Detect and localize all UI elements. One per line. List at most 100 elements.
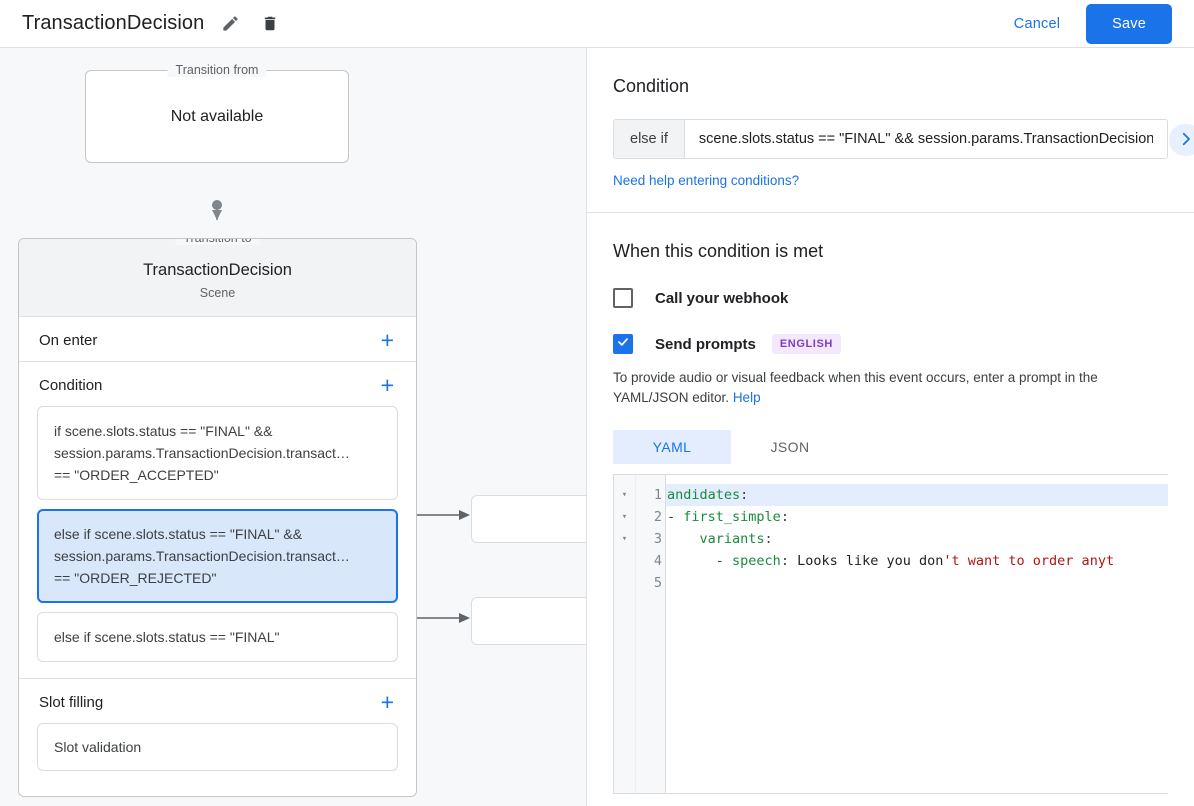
when-condition-met-section: When this condition is met Call your web… xyxy=(587,213,1194,794)
add-slot-filling-icon[interactable]: + xyxy=(380,689,394,715)
transition-arrow xyxy=(216,205,218,218)
section-slot-filling: Slot filling + Slot validation xyxy=(19,679,416,796)
code-token: : xyxy=(780,553,798,569)
slot-filling-header[interactable]: Slot filling + xyxy=(19,679,416,723)
condition-section: Condition else if Need help entering con… xyxy=(587,48,1194,213)
on-enter-header[interactable]: On enter + xyxy=(19,317,416,361)
cancel-button[interactable]: Cancel xyxy=(998,8,1076,40)
slot-filling-label: Slot filling xyxy=(39,693,104,711)
condition-expression-input[interactable] xyxy=(684,120,1167,158)
condition-line: else if scene.slots.status == "FINAL" && xyxy=(54,526,303,542)
code-token: : xyxy=(740,487,749,503)
prompt-help-text: To provide audio or visual feedback when… xyxy=(613,368,1168,408)
code-token: - xyxy=(667,553,733,569)
checkmark-icon xyxy=(616,335,630,354)
fold-toggle[interactable] xyxy=(614,572,635,594)
trash-icon xyxy=(261,14,279,33)
webhook-checkbox[interactable] xyxy=(613,288,633,308)
delete-button[interactable] xyxy=(256,10,284,38)
condition-line: session.params.TransactionDecision.trans… xyxy=(54,445,350,461)
code-line: - speech: Looks like you don't want to o… xyxy=(666,550,1168,572)
on-enter-label: On enter xyxy=(39,331,98,349)
condition-line: == "ORDER_ACCEPTED" xyxy=(54,467,219,483)
editor-code-area[interactable]: andidates:- first_simple: variants: - sp… xyxy=(666,475,1168,793)
editor-line-numbers: 1 2 3 4 5 xyxy=(636,475,666,793)
code-token: variants xyxy=(699,531,765,547)
condition-item-accepted[interactable]: if scene.slots.status == "FINAL" && sess… xyxy=(37,406,398,500)
add-on-enter-icon[interactable]: + xyxy=(380,327,394,353)
send-prompts-label: Send prompts xyxy=(655,335,756,353)
code-token: andidates xyxy=(667,487,741,503)
condition-input-group[interactable]: else if xyxy=(613,119,1168,159)
code-token: : xyxy=(764,531,773,547)
condition-line: session.params.TransactionDecision.trans… xyxy=(54,548,350,564)
top-bar: TransactionDecision Cancel Save xyxy=(0,0,1194,48)
condition-item-rejected[interactable]: else if scene.slots.status == "FINAL" &&… xyxy=(37,509,398,603)
prompt-help-link[interactable]: Help xyxy=(732,390,761,405)
condition-line: if scene.slots.status == "FINAL" && xyxy=(54,423,273,439)
code-token: Looks like you don xyxy=(797,553,944,569)
condition-header[interactable]: Condition + xyxy=(19,362,416,406)
code-token: first_simple xyxy=(683,509,781,525)
line-number: 1 xyxy=(653,487,662,503)
transition-from-value: Not available xyxy=(170,107,264,125)
code-line: - first_simple: xyxy=(666,506,1168,528)
slot-validation-item[interactable]: Slot validation xyxy=(37,723,398,771)
expand-panel-button[interactable] xyxy=(1169,124,1194,156)
condition-list: if scene.slots.status == "FINAL" && sess… xyxy=(19,406,416,678)
target-node-rejected[interactable] xyxy=(471,597,586,645)
code-line xyxy=(666,572,1168,594)
add-condition-icon[interactable]: + xyxy=(380,372,394,398)
condition-heading: Condition xyxy=(613,76,690,96)
code-editor[interactable]: ▾ ▾ ▾ 1 2 3 4 5 andidates:- first_simple… xyxy=(613,474,1168,794)
fold-toggle[interactable]: ▾ xyxy=(621,534,628,544)
condition-title-row: Condition xyxy=(613,76,1168,97)
editor-fold-column: ▾ ▾ ▾ xyxy=(614,475,636,793)
pencil-icon xyxy=(221,14,240,33)
code-token xyxy=(667,531,700,547)
line-number: 2 xyxy=(653,509,662,525)
tab-yaml[interactable]: YAML xyxy=(613,430,731,464)
webhook-checkbox-row[interactable]: Call your webhook xyxy=(613,288,1168,308)
fold-toggle[interactable]: ▾ xyxy=(621,512,628,522)
target-node-accepted[interactable] xyxy=(471,495,586,543)
scene-title: TransactionDecision xyxy=(143,261,292,279)
code-token: : xyxy=(780,509,789,525)
when-met-heading: When this condition is met xyxy=(613,241,824,261)
editor-format-tabs: YAML JSON xyxy=(613,430,1168,464)
fold-toggle[interactable]: ▾ xyxy=(621,490,628,500)
line-number: 4 xyxy=(653,553,662,569)
webhook-label: Call your webhook xyxy=(655,289,789,307)
transition-from-node[interactable]: Transition from Not available xyxy=(85,63,349,163)
transition-to-card: Transition to TransactionDecision Scene … xyxy=(18,238,417,797)
transition-from-legend: Transition from xyxy=(167,63,267,77)
language-badge: ENGLISH xyxy=(771,334,841,354)
prompt-help-sentence: To provide audio or visual feedback when… xyxy=(613,370,1098,405)
condition-prefix-label: else if xyxy=(614,120,685,158)
line-number: 3 xyxy=(653,531,662,547)
section-on-enter: On enter + xyxy=(19,317,416,362)
details-panel: Condition else if Need help entering con… xyxy=(586,48,1194,806)
fold-toggle[interactable] xyxy=(614,550,635,572)
condition-label: Condition xyxy=(39,376,103,394)
code-line: variants: xyxy=(666,528,1168,550)
page-title: TransactionDecision xyxy=(22,12,205,34)
tab-json[interactable]: JSON xyxy=(770,439,810,455)
code-token: 't want to order anyt xyxy=(943,553,1115,569)
condition-line: == "ORDER_REJECTED" xyxy=(54,570,217,586)
scene-subtitle: Scene xyxy=(199,286,236,300)
section-condition: Condition + if scene.slots.status == "FI… xyxy=(19,362,416,679)
send-prompts-checkbox[interactable] xyxy=(613,334,633,354)
save-button[interactable]: Save xyxy=(1086,3,1172,44)
chevron-right-icon xyxy=(1177,130,1194,151)
code-line: andidates: xyxy=(666,484,1168,506)
condition-help-link[interactable]: Need help entering conditions? xyxy=(613,173,800,188)
edit-pencil-button[interactable] xyxy=(216,10,244,38)
send-prompts-checkbox-row[interactable]: Send prompts ENGLISH xyxy=(613,334,1168,354)
scene-header[interactable]: Transition to TransactionDecision Scene xyxy=(19,239,416,317)
code-token: speech xyxy=(732,553,781,569)
condition-line: else if scene.slots.status == "FINAL" xyxy=(54,629,280,645)
scene-graph-canvas[interactable]: Transition from Not available Transition… xyxy=(0,48,586,806)
code-token: - xyxy=(667,509,684,525)
condition-item-final[interactable]: else if scene.slots.status == "FINAL" xyxy=(37,612,398,662)
